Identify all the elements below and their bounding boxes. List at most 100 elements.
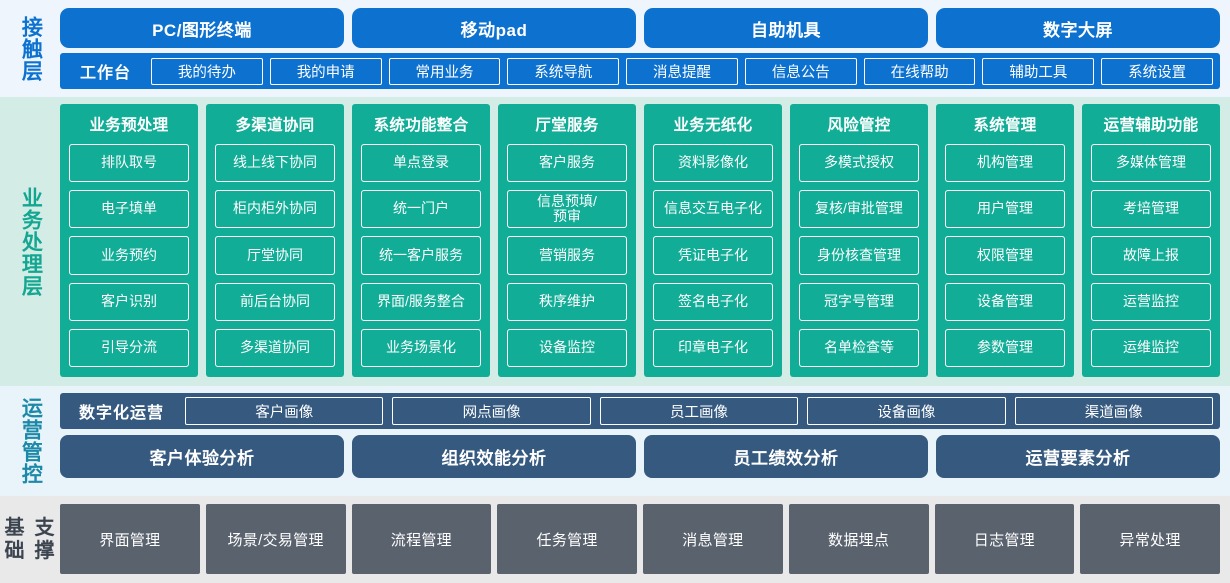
foundation-layer-band: 基础 支撑 界面管理 场景/交易管理 流程管理 任务管理 消息管理 数据埋点 日…: [0, 496, 1230, 583]
channel-self-service-machine[interactable]: 自助机具: [644, 8, 928, 48]
foundation-data-tracking[interactable]: 数据埋点: [788, 504, 929, 574]
foundation-message-management[interactable]: 消息管理: [643, 504, 783, 574]
business-layer-body: 业务预处理 排队取号 电子填单 业务预约 客户识别 引导分流 多渠道协同 线上线…: [60, 97, 1230, 386]
access-layer-body: PC/图形终端 移动pad 自助机具 数字大屏 工作台 我的待办 我的申请 常用…: [60, 0, 1230, 97]
item-document-imaging[interactable]: 资料影像化: [653, 144, 773, 183]
item-info-prefill-prereview[interactable]: 信息预填/ 预审: [507, 190, 627, 229]
channel-mobile-pad[interactable]: 移动pad: [352, 8, 636, 48]
workbench-item-my-application[interactable]: 我的申请: [269, 57, 382, 85]
item-list-check[interactable]: 名单检查等: [799, 328, 919, 368]
column-title: 系统管理: [973, 117, 1037, 134]
operations-layer-body: 数字化运营 客户画像 网点画像 员工画像 设备画像 渠道画像 客户体验分析 组织…: [60, 386, 1230, 496]
business-column-lobby-service: 厅堂服务 客户服务 信息预填/ 预审 营销服务 秩序维护 设备监控: [498, 104, 636, 377]
item-parameter-management[interactable]: 参数管理: [945, 328, 1065, 368]
item-unified-customer-service[interactable]: 统一客户服务: [361, 236, 481, 275]
item-multimode-authorization[interactable]: 多模式授权: [799, 144, 919, 183]
item-user-management[interactable]: 用户管理: [945, 190, 1065, 229]
item-front-back-office-collab[interactable]: 前后台协同: [215, 282, 335, 321]
foundation-layer-rail-label: 基础 支撑: [0, 496, 60, 583]
item-guidance-diversion[interactable]: 引导分流: [69, 328, 189, 368]
business-column-preprocessing: 业务预处理 排队取号 电子填单 业务预约 客户识别 引导分流: [60, 104, 198, 377]
analysis-organizational-efficiency[interactable]: 组织效能分析: [352, 435, 636, 478]
item-training-management[interactable]: 考培管理: [1091, 190, 1211, 229]
item-order-maintenance[interactable]: 秩序维护: [507, 282, 627, 321]
access-layer-rail-label: 接触层: [19, 15, 43, 82]
portrait-branch[interactable]: 网点画像: [392, 397, 591, 425]
item-operation-monitoring[interactable]: 运营监控: [1091, 282, 1211, 321]
channel-digital-screen[interactable]: 数字大屏: [936, 8, 1220, 48]
column-title: 风险管控: [827, 117, 891, 134]
foundation-rail-line2: 支撑: [34, 517, 56, 562]
workbench-item-information-bulletin[interactable]: 信息公告: [744, 57, 857, 85]
analysis-row: 客户体验分析 组织效能分析 员工绩效分析 运营要素分析: [60, 435, 1220, 478]
workbench-item-system-settings[interactable]: 系统设置: [1101, 57, 1214, 85]
business-column-operation-support: 运营辅助功能 多媒体管理 考培管理 故障上报 运营监控 运维监控: [1082, 104, 1220, 377]
item-multimedia-management[interactable]: 多媒体管理: [1091, 144, 1211, 183]
item-signature-electronic[interactable]: 签名电子化: [653, 282, 773, 321]
workbench-item-my-todo[interactable]: 我的待办: [151, 57, 263, 85]
column-items: 单点登录 统一门户 统一客户服务 界面/服务整合 业务场景化: [361, 144, 481, 368]
business-column-system-integration: 系统功能整合 单点登录 统一门户 统一客户服务 界面/服务整合 业务场景化: [352, 104, 490, 377]
item-device-monitoring[interactable]: 设备监控: [507, 328, 627, 368]
item-equipment-management[interactable]: 设备管理: [945, 282, 1065, 321]
item-single-sign-on[interactable]: 单点登录: [361, 144, 481, 183]
workbench-item-message-alert[interactable]: 消息提醒: [626, 57, 738, 85]
foundation-layer-body: 界面管理 场景/交易管理 流程管理 任务管理 消息管理 数据埋点 日志管理 异常…: [60, 496, 1230, 583]
item-online-offline-collab[interactable]: 线上线下协同: [215, 144, 335, 183]
item-voucher-electronic[interactable]: 凭证电子化: [653, 236, 773, 275]
analysis-customer-experience[interactable]: 客户体验分析: [60, 435, 344, 478]
item-ui-service-integration[interactable]: 界面/服务整合: [361, 282, 481, 321]
item-counter-inside-outside-collab[interactable]: 柜内柜外协同: [215, 190, 335, 229]
item-customer-service[interactable]: 客户服务: [507, 144, 627, 183]
portrait-channel[interactable]: 渠道画像: [1014, 397, 1213, 425]
item-lobby-collab[interactable]: 厅堂协同: [215, 236, 335, 275]
access-layer-band: 接触层 PC/图形终端 移动pad 自助机具 数字大屏 工作台 我的待办 我的申…: [0, 0, 1230, 97]
item-multichannel-collab[interactable]: 多渠道协同: [215, 328, 335, 368]
item-electronic-form[interactable]: 电子填单: [69, 190, 189, 229]
portrait-device[interactable]: 设备画像: [807, 397, 1006, 425]
operations-layer-band: 运营管控 数字化运营 客户画像 网点画像 员工画像 设备画像 渠道画像 客户体验…: [0, 386, 1230, 496]
item-info-exchange-electronic[interactable]: 信息交互电子化: [653, 190, 773, 229]
item-seal-electronic[interactable]: 印章电子化: [653, 328, 773, 368]
workbench-item-auxiliary-tools[interactable]: 辅助工具: [982, 57, 1095, 85]
foundation-log-management[interactable]: 日志管理: [934, 504, 1075, 574]
foundation-task-management[interactable]: 任务管理: [497, 504, 637, 574]
column-items: 多媒体管理 考培管理 故障上报 运营监控 运维监控: [1091, 144, 1211, 368]
analysis-employee-performance[interactable]: 员工绩效分析: [644, 435, 928, 478]
foundation-ui-management[interactable]: 界面管理: [60, 504, 200, 574]
column-title: 运营辅助功能: [1103, 117, 1199, 134]
item-serial-number-management[interactable]: 冠字号管理: [799, 282, 919, 321]
business-column-system-management: 系统管理 机构管理 用户管理 权限管理 设备管理 参数管理: [936, 104, 1074, 377]
foundation-row: 界面管理 场景/交易管理 流程管理 任务管理 消息管理 数据埋点 日志管理 异常…: [60, 504, 1220, 574]
workbench-item-online-help[interactable]: 在线帮助: [863, 57, 976, 85]
workbench-item-system-navigation[interactable]: 系统导航: [507, 57, 620, 85]
analysis-operation-elements[interactable]: 运营要素分析: [936, 435, 1220, 478]
digital-operations-row: 数字化运营 客户画像 网点画像 员工画像 设备画像 渠道画像: [60, 393, 1220, 429]
item-queue-ticket[interactable]: 排队取号: [69, 144, 189, 183]
column-items: 多模式授权 复核/审批管理 身份核查管理 冠字号管理 名单检查等: [799, 144, 919, 368]
workbench-item-common-business[interactable]: 常用业务: [388, 57, 501, 85]
item-organization-management[interactable]: 机构管理: [945, 144, 1065, 183]
item-customer-identification[interactable]: 客户识别: [69, 282, 189, 321]
item-unified-portal[interactable]: 统一门户: [361, 190, 481, 229]
item-identity-verification-management[interactable]: 身份核查管理: [799, 236, 919, 275]
item-permission-management[interactable]: 权限管理: [945, 236, 1065, 275]
channel-pc[interactable]: PC/图形终端: [60, 8, 344, 48]
column-items: 机构管理 用户管理 权限管理 设备管理 参数管理: [945, 144, 1065, 368]
item-business-appointment[interactable]: 业务预约: [69, 236, 189, 275]
item-business-scenario[interactable]: 业务场景化: [361, 328, 481, 368]
column-title: 系统功能整合: [373, 117, 469, 134]
foundation-process-management[interactable]: 流程管理: [351, 504, 492, 574]
item-maintenance-monitoring[interactable]: 运维监控: [1091, 328, 1211, 368]
foundation-scenario-transaction-management[interactable]: 场景/交易管理: [205, 504, 346, 574]
portrait-employee[interactable]: 员工画像: [599, 397, 799, 425]
digital-operations-title: 数字化运营: [79, 405, 165, 422]
item-review-approval-management[interactable]: 复核/审批管理: [799, 190, 919, 229]
column-items: 客户服务 信息预填/ 预审 营销服务 秩序维护 设备监控: [507, 144, 627, 368]
workbench-row: 工作台 我的待办 我的申请 常用业务 系统导航 消息提醒 信息公告 在线帮助 辅…: [60, 53, 1220, 89]
item-fault-reporting[interactable]: 故障上报: [1091, 236, 1211, 275]
column-title: 业务预处理: [89, 117, 169, 134]
item-marketing-service[interactable]: 营销服务: [507, 236, 627, 275]
foundation-exception-handling[interactable]: 异常处理: [1080, 504, 1220, 574]
portrait-customer[interactable]: 客户画像: [185, 397, 384, 425]
